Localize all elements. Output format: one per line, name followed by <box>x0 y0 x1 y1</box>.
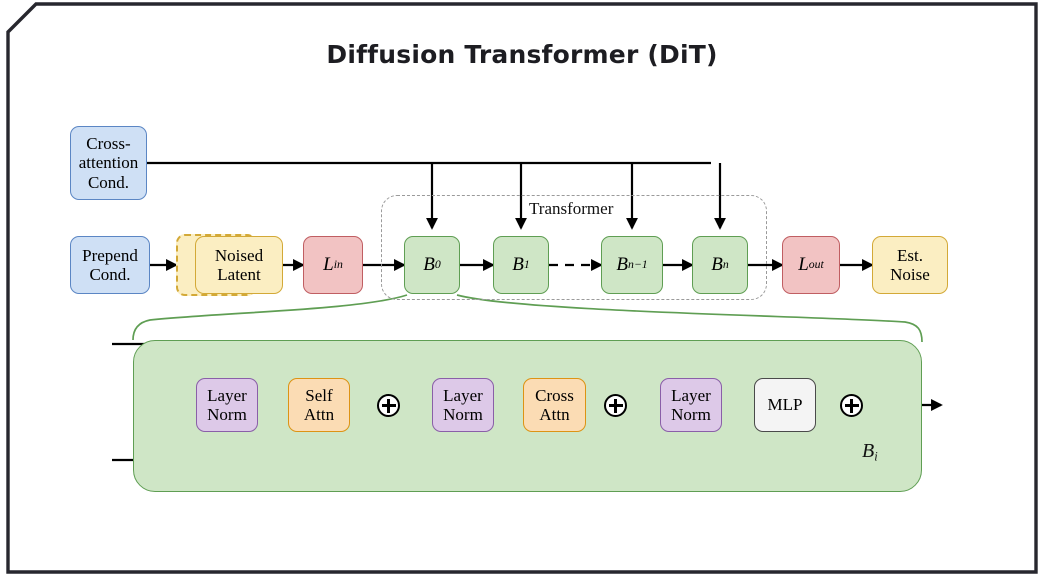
b0-subscript: 0 <box>434 258 441 272</box>
l-in-subscript: in <box>333 258 343 272</box>
page-title: Diffusion Transformer (DiT) <box>326 40 718 69</box>
cross-attention-cond-box[interactable]: Cross- attention Cond. <box>70 126 147 200</box>
transformer-group-box <box>381 195 767 300</box>
mlp-box[interactable]: MLP <box>754 378 816 432</box>
layer-norm-1-box[interactable]: Layer Norm <box>196 378 258 432</box>
callout-right-guide <box>456 294 923 343</box>
transformer-group-label: Transformer <box>529 199 614 218</box>
residual-add-3 <box>840 394 863 417</box>
bn-subscript: n <box>722 258 729 272</box>
prepend-cond-box[interactable]: Prepend Cond. <box>70 236 150 294</box>
block-detail-label: Bi <box>862 440 878 464</box>
outer-frame <box>6 2 1038 574</box>
self-attn-box[interactable]: Self Attn <box>288 378 350 432</box>
residual-add-1 <box>377 394 400 417</box>
layer-norm-2-box[interactable]: Layer Norm <box>432 378 494 432</box>
bn-symbol: B <box>711 254 723 276</box>
l-out-subscript: out <box>808 258 824 272</box>
bn-minus-1-subscript: n−1 <box>627 258 648 272</box>
callout-left-guide <box>132 294 408 341</box>
cross-attn-box[interactable]: Cross Attn <box>523 378 586 432</box>
b1-subscript: 1 <box>523 258 530 272</box>
est-noise-box[interactable]: Est. Noise <box>872 236 948 294</box>
b1-symbol: B <box>512 254 524 276</box>
residual-add-2 <box>604 394 627 417</box>
b0-symbol: B <box>423 254 435 276</box>
l-in-symbol: L <box>323 254 334 276</box>
noised-latent-box[interactable]: Noised Latent <box>195 236 283 294</box>
bi-subscript: i <box>874 449 878 464</box>
bn-minus-1-symbol: B <box>616 254 628 276</box>
l-out-symbol: L <box>798 254 809 276</box>
layer-norm-3-box[interactable]: Layer Norm <box>660 378 722 432</box>
bi-symbol: B <box>862 440 875 462</box>
